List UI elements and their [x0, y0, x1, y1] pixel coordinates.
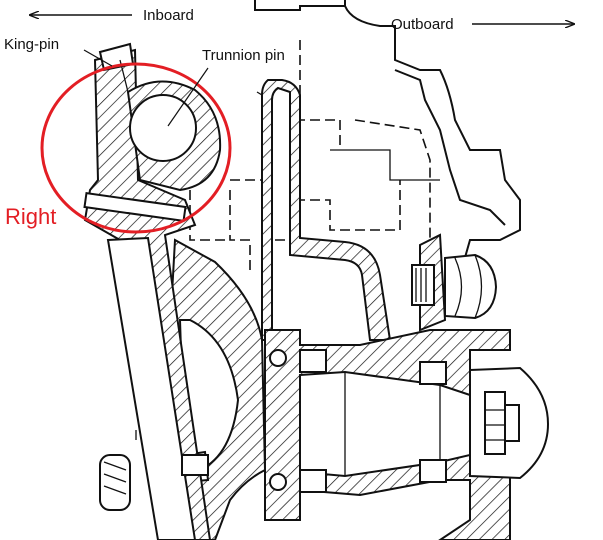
king-pin-leader — [83, 49, 113, 67]
trunnion-pin-leader — [167, 67, 209, 127]
castellated-nut — [484, 391, 506, 455]
stud-thread — [411, 264, 435, 306]
brake-drum-section — [256, 79, 392, 341]
wheel-stud-nut — [411, 233, 498, 332]
inboard-label: Inboard — [143, 7, 194, 24]
king-pin-label: King-pin — [4, 36, 59, 53]
right-label: Right — [5, 204, 56, 229]
wheel-nut — [444, 253, 498, 320]
king-pin-bush — [83, 191, 187, 223]
trunnion-pin-circle — [129, 94, 197, 162]
hub-and-stub-axle — [264, 329, 550, 540]
vertical-link-king-pin — [83, 42, 212, 540]
outer-bearing-bottom — [419, 459, 447, 483]
inner-bearing-top — [299, 349, 327, 373]
trunnion-pin-label: Trunnion pin — [202, 47, 285, 64]
outer-bearing-top — [419, 361, 447, 385]
inner-bearing-bottom — [299, 469, 327, 493]
trunnion-assembly — [119, 59, 222, 192]
king-pin-shaft — [106, 236, 197, 540]
outboard-housing-outline — [189, 0, 521, 276]
highlight-circle — [40, 62, 232, 234]
outboard-label: Outboard — [391, 16, 454, 33]
